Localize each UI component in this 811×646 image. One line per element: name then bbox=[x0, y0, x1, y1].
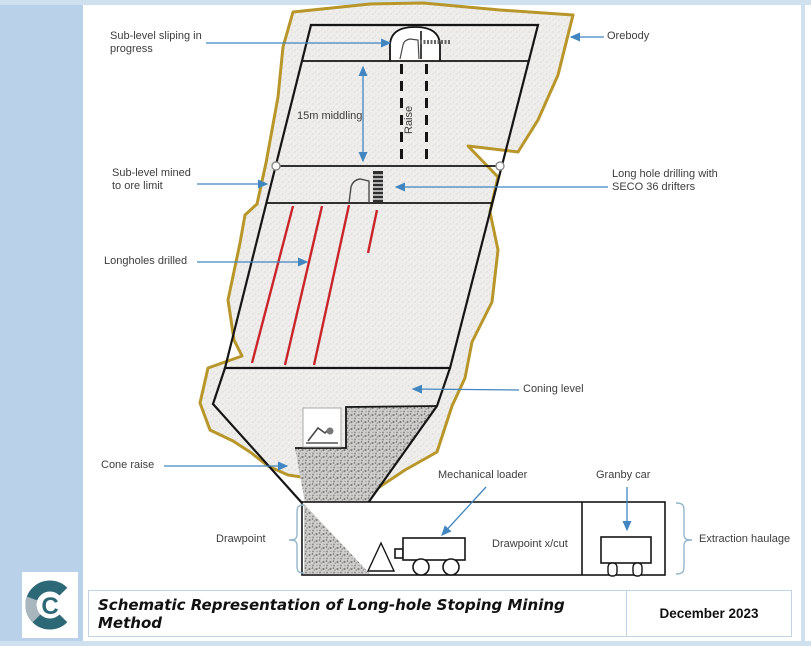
haulage-drift bbox=[301, 501, 666, 577]
left-blue-band bbox=[0, 0, 83, 646]
arrow-coning-level bbox=[411, 384, 520, 394]
muck-fill bbox=[295, 406, 437, 503]
cone-funnel bbox=[211, 367, 452, 504]
label-orebody: Orebody bbox=[607, 30, 650, 42]
label-middling: 15m middling bbox=[297, 110, 363, 122]
label-cone-raise: Cone raise bbox=[101, 459, 155, 471]
chute bbox=[366, 541, 396, 572]
extraction-haulage-bracket bbox=[675, 502, 693, 575]
logo-letter-c: C bbox=[41, 593, 58, 620]
company-c-logo: C bbox=[25, 580, 68, 630]
drawpoint-muck bbox=[304, 504, 370, 574]
granby-car-icon bbox=[600, 536, 652, 577]
drill-jumbo-icon bbox=[348, 171, 383, 204]
longholes bbox=[250, 204, 379, 366]
right-border bbox=[801, 0, 805, 646]
caption-bar: Schematic Representation of Long-hole St… bbox=[88, 590, 792, 637]
drill-rig-icon bbox=[399, 31, 451, 60]
bottom-border bbox=[0, 641, 811, 646]
label-longholes-drilled: Longholes drilled bbox=[104, 255, 188, 267]
arrow-mechanical-loader bbox=[441, 486, 487, 536]
label-raise: Raise bbox=[403, 105, 415, 134]
sublevel-end-markers bbox=[271, 161, 505, 171]
label-granby-car: Granby car bbox=[596, 469, 651, 481]
label-sublevel-sliping: Sub-level sliping in progress bbox=[110, 30, 202, 56]
diagram-title: Schematic Representation of Long-hole St… bbox=[98, 595, 565, 632]
annotation-arrows bbox=[164, 32, 632, 536]
label-coning-level: Coning level bbox=[523, 383, 584, 395]
label-extraction-haulage: Extraction haulage bbox=[699, 533, 791, 545]
loader-icon bbox=[306, 426, 338, 444]
label-mechanical-loader: Mechanical loader bbox=[438, 469, 528, 481]
label-drawpoint: Drawpoint bbox=[216, 533, 266, 545]
company-logo: C bbox=[22, 572, 78, 638]
date-label: December 2023 bbox=[626, 591, 791, 636]
drawpoint-bracket bbox=[288, 504, 305, 574]
label-sublevel-mined: Sub-level mined to ore limit bbox=[112, 167, 191, 193]
mechanical-loader-icon bbox=[394, 537, 466, 576]
cone-raise-portal bbox=[302, 407, 342, 448]
label-drawpoint-xcut: Drawpoint x/cut bbox=[492, 538, 568, 550]
raise-dashed-lines bbox=[400, 64, 428, 166]
label-longhole-drilling: Long hole drilling with SECO 36 drifters bbox=[612, 168, 718, 194]
